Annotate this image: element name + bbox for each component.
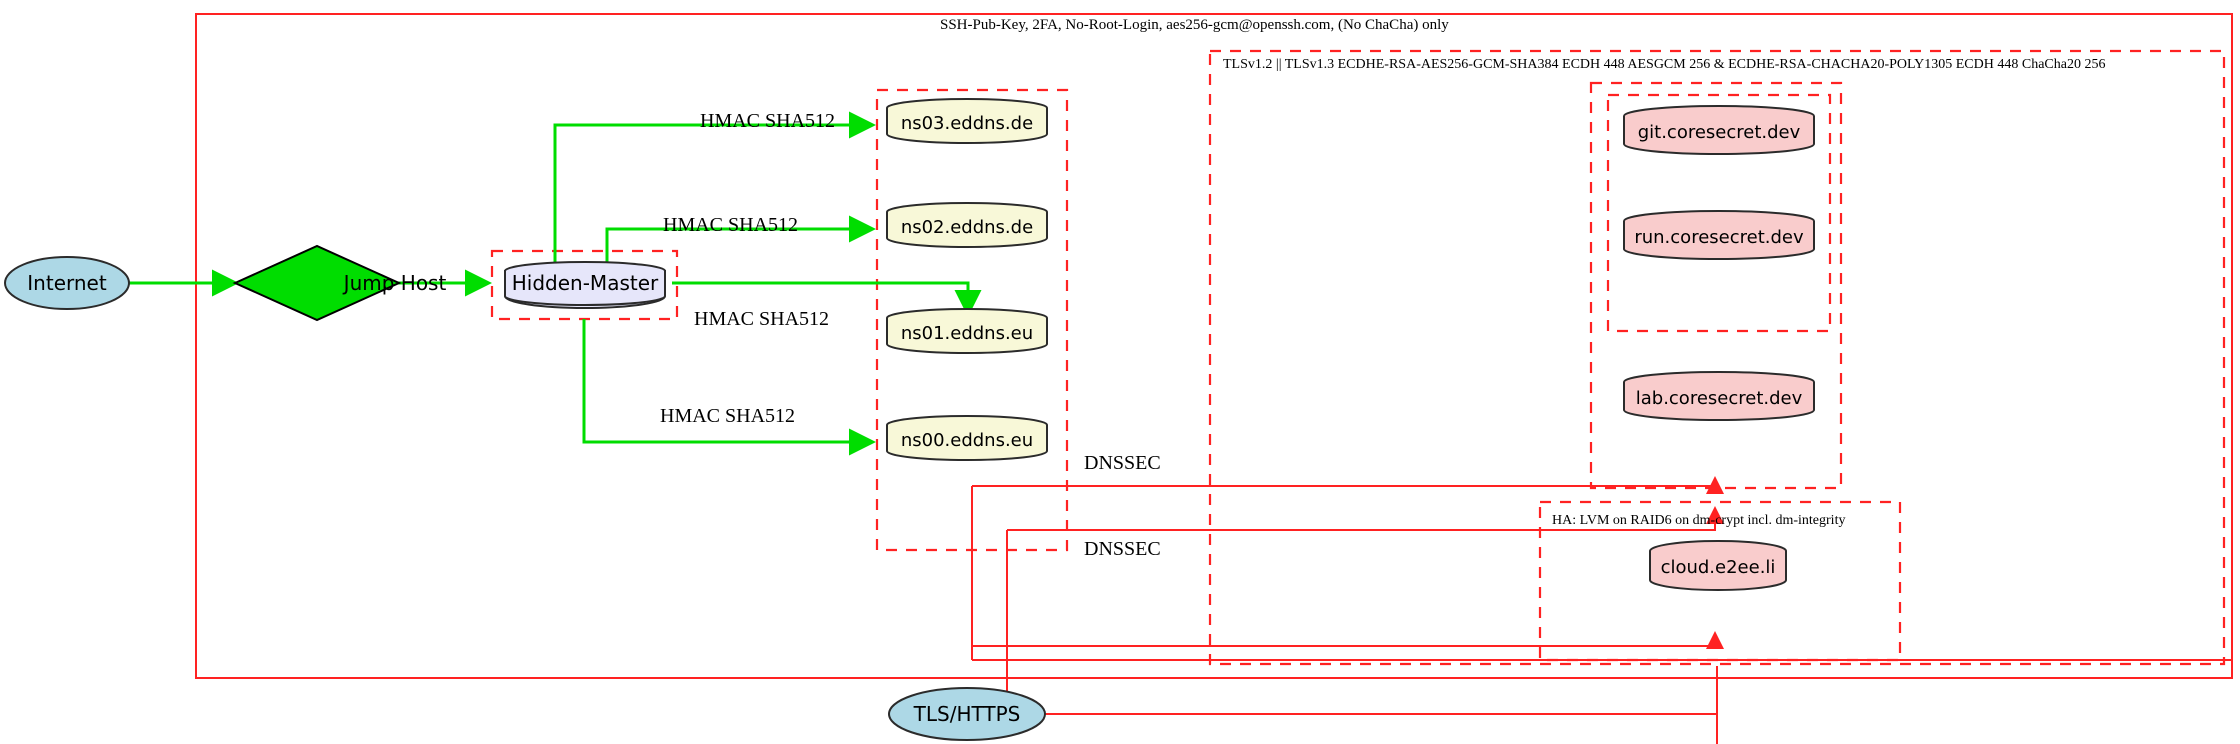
ssh-boundary-box <box>195 13 2233 679</box>
node-internet[interactable] <box>4 256 130 310</box>
node-ns02[interactable] <box>886 202 1048 248</box>
node-run-coresecret[interactable] <box>1623 210 1815 260</box>
node-cloud-e2ee[interactable] <box>1649 540 1787 591</box>
edge-hiddenmaster-ns03 <box>553 111 876 268</box>
node-git-coresecret[interactable] <box>1623 105 1815 155</box>
node-jump-host[interactable] <box>232 244 402 322</box>
edge-hiddenmaster-ns00 <box>582 319 876 456</box>
edge-label-hmac-ns02: HMAC SHA512 <box>663 214 799 236</box>
edge-label-hmac-ns00: HMAC SHA512 <box>660 405 796 427</box>
edge-dnssec-bottom <box>972 631 1724 649</box>
edge-hiddenmaster-ns01 <box>672 281 982 317</box>
node-tls-https[interactable] <box>888 687 1046 741</box>
edge-label-dnssec-top: DNSSEC <box>1084 452 1161 474</box>
edge-label-hmac-ns01: HMAC SHA512 <box>694 308 830 330</box>
coresecret-inner-cluster-box <box>1606 93 1832 333</box>
ha-cluster-label: HA: LVM on RAID6 on dm-crypt incl. dm-in… <box>1552 513 1846 528</box>
edge-hiddenmaster-ns02 <box>605 215 876 268</box>
node-ns03[interactable] <box>886 98 1048 144</box>
node-ns00[interactable] <box>886 415 1048 461</box>
edge-label-dnssec-bottom: DNSSEC <box>1084 538 1161 560</box>
tls-cluster-label: TLSv1.2 || TLSv1.3 ECDHE-RSA-AES256-GCM-… <box>1223 57 2106 72</box>
edge-dnssec-top <box>972 476 1724 494</box>
node-lab-coresecret[interactable] <box>1623 371 1815 421</box>
edge-dnssec-mid <box>1007 506 1724 531</box>
ssh-boundary-label: SSH-Pub-Key, 2FA, No-Root-Login, aes256-… <box>940 17 1449 33</box>
node-hidden-master[interactable] <box>504 261 666 309</box>
ha-cluster-box <box>1538 500 1902 662</box>
edge-label-hmac-ns03: HMAC SHA512 <box>700 110 836 132</box>
edge-tlshttps-right <box>1045 666 1718 715</box>
node-ns01[interactable] <box>886 308 1048 354</box>
tls-cluster-box <box>1208 49 2226 666</box>
